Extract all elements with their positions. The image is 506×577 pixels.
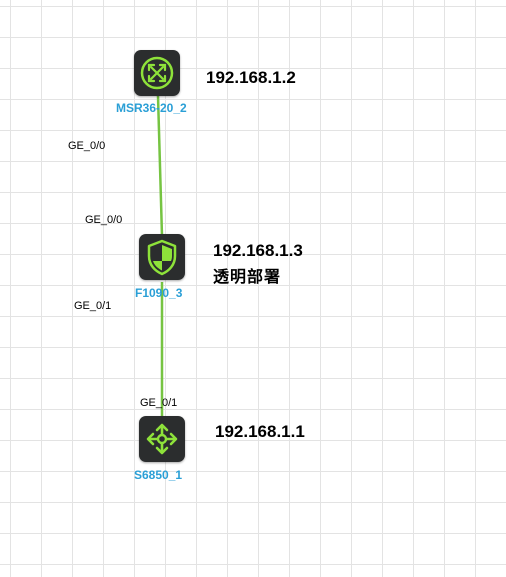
firewall-name: F1090_3	[135, 286, 183, 300]
switch-arrows-icon	[146, 423, 178, 455]
firewall-deploy-mode: 透明部署	[213, 267, 282, 286]
switch-name: S6850_1	[134, 468, 183, 482]
port-label-router-ge0-0: GE_0/0	[68, 140, 106, 152]
device-router[interactable]	[134, 50, 180, 96]
port-label-firewall-ge0-1: GE_0/1	[74, 300, 112, 312]
firewall-ip: 192.168.1.3	[213, 241, 303, 260]
link-router-firewall[interactable]	[156, 95, 164, 237]
router-name: MSR36-20_2	[116, 101, 187, 115]
router-ip: 192.168.1.2	[206, 68, 296, 87]
switch-ip: 192.168.1.1	[215, 422, 305, 441]
port-label-switch-ge0-1: GE_0/1	[140, 397, 178, 409]
device-switch[interactable]	[139, 416, 185, 462]
firewall-shield-icon	[147, 239, 177, 276]
port-label-firewall-ge0-0: GE_0/0	[85, 214, 123, 226]
device-firewall[interactable]	[139, 234, 185, 280]
router-icon	[140, 56, 174, 90]
